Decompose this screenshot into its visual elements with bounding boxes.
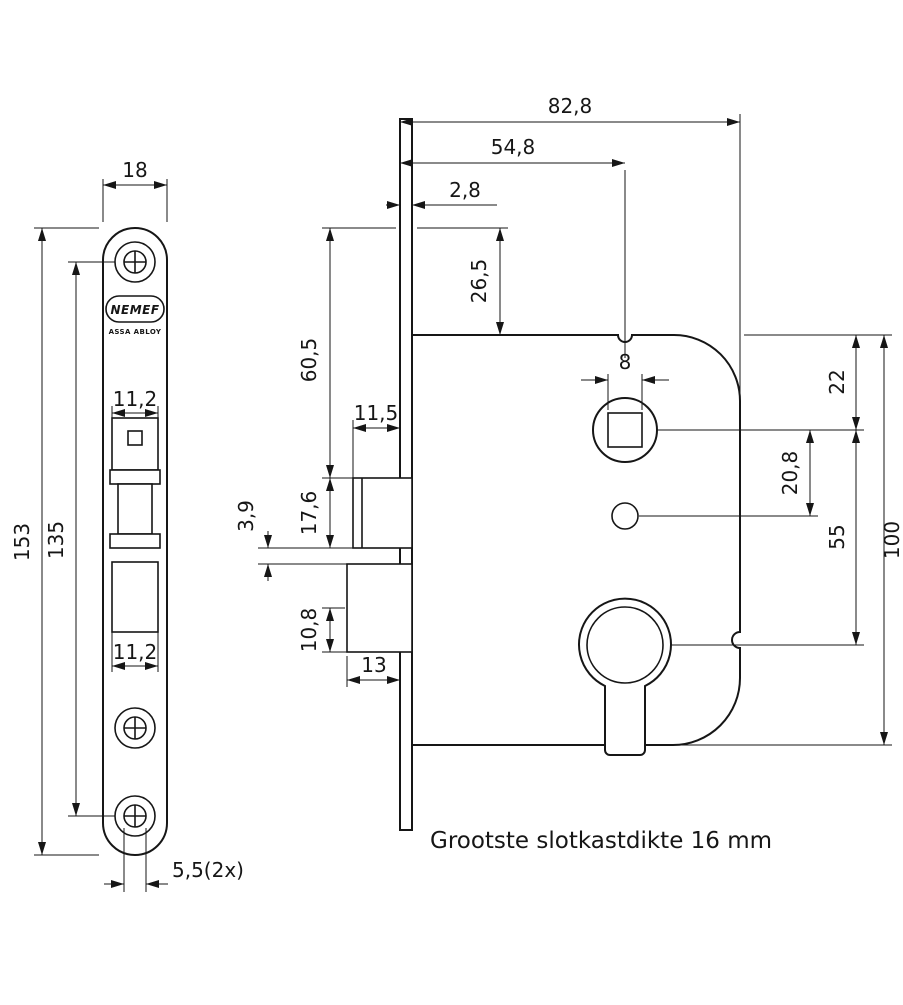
dim-bolt-cutout-width: 11,2 bbox=[113, 640, 158, 664]
dim-plate-thickness: 2,8 bbox=[449, 178, 481, 202]
dim-latch-throw: 11,5 bbox=[354, 401, 399, 425]
drawing-note: Grootste slotkastdikte 16 mm bbox=[430, 828, 772, 854]
screw-hole-middle bbox=[114, 707, 156, 749]
dim-case-top-to-spindle: 22 bbox=[825, 369, 849, 394]
dead-bolt bbox=[346, 563, 413, 653]
dim-backset: 54,8 bbox=[491, 135, 536, 159]
dim-bolt-bottom-offset: 10,8 bbox=[297, 608, 321, 653]
dim-bolt-throw: 13 bbox=[361, 653, 386, 677]
dim-spindle-to-aux-hole: 20,8 bbox=[778, 451, 802, 496]
dim-top-to-case: 26,5 bbox=[467, 259, 491, 304]
brand-name: NEMEF bbox=[110, 303, 159, 317]
spindle-hole bbox=[592, 397, 658, 463]
latch-guide bbox=[109, 469, 161, 549]
dim-case-height: 100 bbox=[880, 521, 903, 559]
brand-sub: ASSA ABLOY bbox=[109, 328, 162, 336]
dim-plate-width: 18 bbox=[122, 158, 147, 182]
dim-latch-bolt-gap: 3,9 bbox=[234, 500, 258, 532]
bolt-cutout bbox=[111, 561, 159, 633]
dim-screw-holes: 5,5(2x) bbox=[172, 858, 244, 882]
dim-latch-cutout-width: 11,2 bbox=[113, 387, 158, 411]
dim-spindle-to-cylinder: 55 bbox=[825, 524, 849, 549]
brand-badge: NEMEF ASSA ABLOY bbox=[105, 295, 165, 336]
latch-cutout bbox=[111, 417, 159, 471]
dim-plate-height: 153 bbox=[10, 523, 34, 561]
dim-spindle-square: 8 bbox=[619, 350, 632, 374]
dim-hole-spacing: 135 bbox=[44, 521, 68, 559]
dimensions-front: 18 153 135 11,2 11,2 5,5(2x) bbox=[10, 158, 244, 892]
aux-hole bbox=[611, 502, 639, 530]
dimensions-side: 82,8 54,8 2,8 26,5 60,5 17,6 3,9 10,8 bbox=[234, 94, 903, 746]
dim-top-to-latch: 60,5 bbox=[297, 338, 321, 383]
latch-bolt bbox=[352, 477, 413, 549]
faceplate-edge bbox=[399, 118, 413, 831]
spindle-square bbox=[607, 412, 643, 448]
cylinder-hole bbox=[578, 597, 672, 756]
front-view: NEMEF ASSA ABLOY bbox=[102, 227, 168, 856]
dim-case-depth: 82,8 bbox=[548, 94, 593, 118]
side-view bbox=[346, 118, 741, 831]
lock-case bbox=[411, 334, 741, 746]
dim-latch-height: 17,6 bbox=[297, 491, 321, 536]
cylinder-ring bbox=[586, 606, 664, 684]
latch-square bbox=[127, 430, 143, 446]
